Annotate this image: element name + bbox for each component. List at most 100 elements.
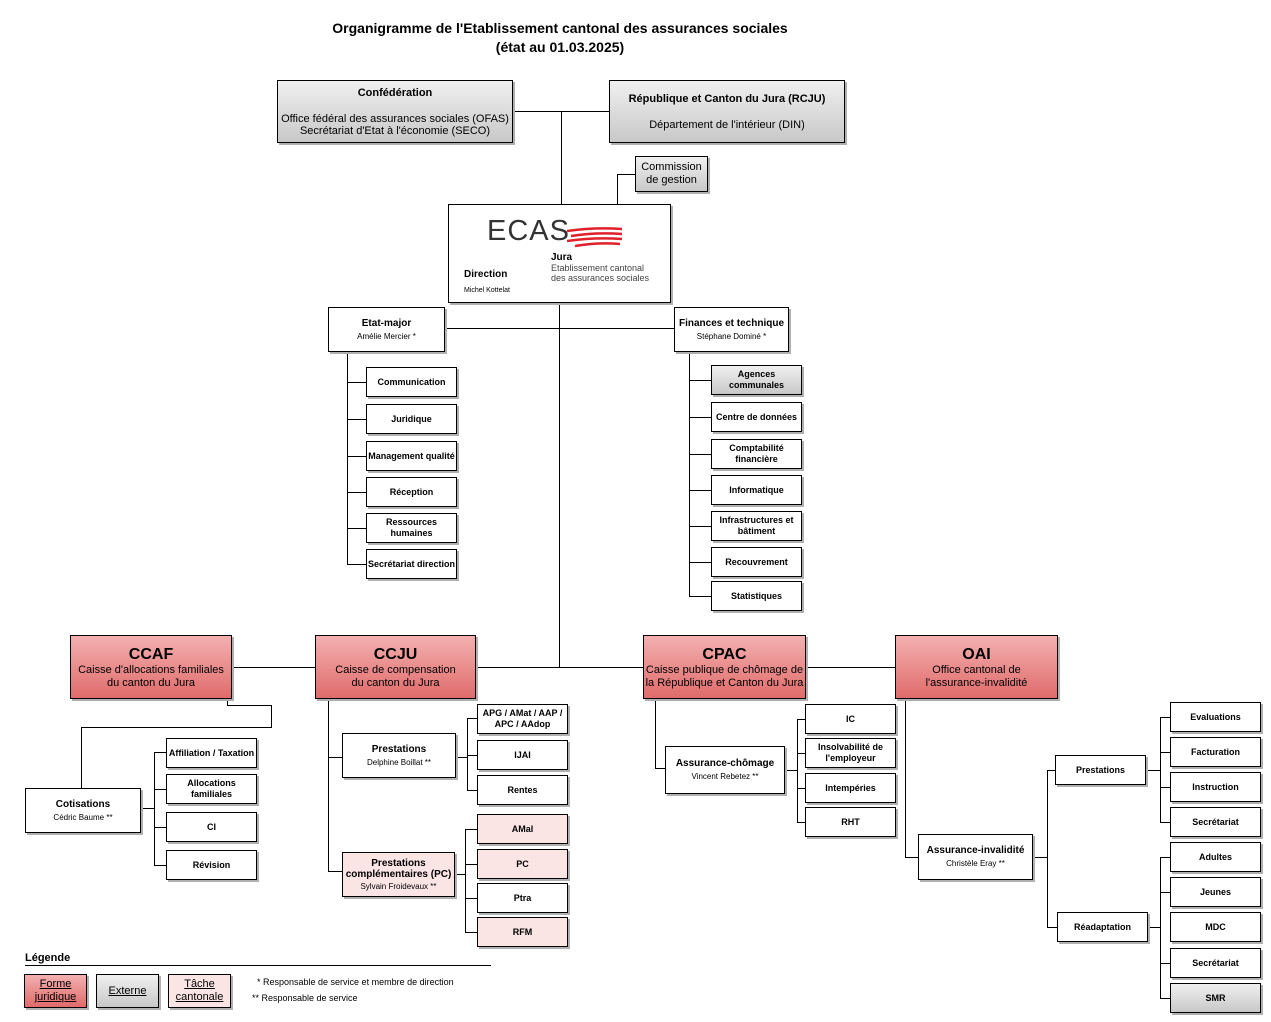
prestations-ccju-item: IJAI xyxy=(477,740,568,770)
pc-item: RFM xyxy=(477,917,568,947)
cotisations-box: Cotisations Cédric Baume ** xyxy=(25,788,141,833)
oai-box: OAI Office cantonal de l'assurance-inval… xyxy=(895,635,1058,699)
ai-prestations-item: Evaluations xyxy=(1170,702,1261,732)
confederation-title: Confédération xyxy=(357,86,433,99)
cotisations-item: CI xyxy=(166,812,257,842)
ai-person: Christèle Eray ** xyxy=(946,859,1005,868)
chomage-title: Assurance-chômage xyxy=(675,758,775,769)
ecas-logo-text: ECAS xyxy=(487,215,570,247)
ecas-logo-jura: Jura xyxy=(551,252,573,263)
oai-line2: l'assurance-invalidité xyxy=(925,676,1028,689)
finances-item: Statistiques xyxy=(711,581,802,611)
ai-prestations-box: Prestations xyxy=(1055,755,1146,785)
oai-line1: Office cantonal de xyxy=(932,663,1021,676)
etat-major-item: Secrétariat direction xyxy=(366,549,457,579)
cpac-box: CPAC Caisse publique de chômage de la Ré… xyxy=(643,635,806,699)
ai-readaptation-item: MDC xyxy=(1170,912,1261,942)
ccju-box: CCJU Caisse de compensation du canton du… xyxy=(315,635,476,699)
etat-major-item: Ressources humaines xyxy=(366,513,457,543)
legend-note-1: * Responsable de service et membre de di… xyxy=(257,977,454,987)
cpac-acronym: CPAC xyxy=(702,645,747,663)
ccju-acronym: CCJU xyxy=(373,645,418,663)
ecas-logo-line2: des assurances sociales xyxy=(551,273,650,283)
chart-date: (état au 01.03.2025) xyxy=(495,39,625,55)
ai-readaptation-item: Secrétariat xyxy=(1170,948,1261,978)
cpac-line2: la République et Canton du Jura xyxy=(645,676,804,689)
finances-item: Recouvrement xyxy=(711,547,802,577)
ai-prestations-item: Instruction xyxy=(1170,772,1261,802)
rcju-box: République et Canton du Jura (RCJU) Dépa… xyxy=(609,80,845,143)
pc-item: Ptra xyxy=(477,883,568,913)
pc-item: PC xyxy=(477,849,568,879)
prestations-ccju-title: Prestations xyxy=(371,743,427,755)
finances-item: Comptabilité financière xyxy=(711,439,802,469)
ai-readaptation-box: Réadaptation xyxy=(1057,912,1148,942)
cpac-line1: Caisse publique de chômage de xyxy=(645,663,804,676)
etat-major-person: Amélie Mercier * xyxy=(357,331,416,341)
confederation-ofas: Office fédéral des assurances sociales (… xyxy=(281,112,509,125)
ai-prestations-item: Facturation xyxy=(1170,737,1261,767)
chomage-person: Vincent Rebetez ** xyxy=(691,772,759,781)
etat-major-item: Communication xyxy=(366,367,457,397)
pc-person: Sylvain Froidevaux ** xyxy=(360,881,437,891)
ccaf-line2: du canton du Jura xyxy=(106,676,196,689)
etat-major-box: Etat-major Amélie Mercier * xyxy=(328,307,445,352)
ccju-line2: du canton du Jura xyxy=(351,676,440,689)
finances-item: Centre de données xyxy=(711,402,802,432)
ecas-logo-line1: Etablissement cantonal xyxy=(551,263,645,273)
chomage-box: Assurance-chômage Vincent Rebetez ** xyxy=(665,746,785,794)
ecas-logo-stripes-icon xyxy=(567,227,623,248)
cotisations-item: Allocations familiales xyxy=(166,774,257,804)
rcju-title: République et Canton du Jura (RCJU) xyxy=(628,92,826,105)
legend-task: Tâche cantonale xyxy=(168,974,231,1008)
direction-box: ECAS Jura Etablissement cantonal des ass… xyxy=(448,204,671,303)
commission-line1: Commission xyxy=(641,161,702,173)
legend-external: Externe xyxy=(96,974,159,1008)
legend-title: Légende xyxy=(25,952,71,964)
pc-item: AMal xyxy=(477,814,568,844)
legend-divider xyxy=(25,965,491,966)
finances-item: Infrastructures et bâtiment xyxy=(711,511,802,541)
ai-box: Assurance-invalidité Christèle Eray ** xyxy=(918,834,1033,880)
ai-readaptation-item: Jeunes xyxy=(1170,877,1261,907)
legend-legal: Forme juridique xyxy=(24,974,87,1008)
confederation-box: Confédération Office fédéral des assuran… xyxy=(277,80,513,143)
ccaf-line1: Caisse d'allocations familiales xyxy=(78,663,224,676)
cotisations-person: Cédric Baume ** xyxy=(53,812,113,822)
ccju-line1: Caisse de compensation xyxy=(335,663,456,676)
ccaf-box: CCAF Caisse d'allocations familiales du … xyxy=(70,635,232,699)
prestations-ccju-person: Delphine Boillat ** xyxy=(366,757,432,767)
chomage-item: Intempéries xyxy=(805,773,896,803)
oai-acronym: OAI xyxy=(962,645,991,663)
prestations-ccju-item: APG / AMat / AAP / APC / AAdop xyxy=(477,704,568,734)
commission-line2: de gestion xyxy=(646,174,697,186)
ai-readaptation-item: Adultes xyxy=(1170,842,1261,872)
pc-title: Prestations complémentaires (PC) xyxy=(345,857,452,880)
finances-item: Agences communales xyxy=(711,365,802,395)
prestations-ccju-item: Rentes xyxy=(477,775,568,805)
chomage-item: IC xyxy=(805,704,896,734)
finances-person: Stéphane Dominé * xyxy=(696,331,767,341)
cotisations-item: Affiliation / Taxation xyxy=(166,738,257,768)
finances-box: Finances et technique Stéphane Dominé * xyxy=(674,307,789,352)
rcju-din: Département de l'intérieur (DIN) xyxy=(649,118,805,131)
chomage-item: RHT xyxy=(805,807,896,837)
legend-note-2: ** Responsable de service xyxy=(252,993,358,1003)
finances-item: Informatique xyxy=(711,475,802,505)
etat-major-item: Réception xyxy=(366,477,457,507)
chomage-item: Insolvabilité de l'employeur xyxy=(805,738,896,768)
etat-major-title: Etat-major xyxy=(361,317,412,329)
cotisations-item: Révision xyxy=(166,850,257,880)
etat-major-item: Juridique xyxy=(366,404,457,434)
ai-readaptation-item: SMR xyxy=(1170,983,1261,1013)
ai-prestations-item: Secrétariat xyxy=(1170,807,1261,837)
confederation-seco: Secrétariat d'Etat à l'économie (SECO) xyxy=(299,124,491,137)
commission-box: Commission de gestion xyxy=(635,156,708,192)
prestations-ccju-box: Prestations Delphine Boillat ** xyxy=(342,733,456,778)
cotisations-title: Cotisations xyxy=(55,798,111,810)
ai-title: Assurance-invalidité xyxy=(926,845,1025,856)
etat-major-item: Management qualité xyxy=(366,441,457,471)
finances-title: Finances et technique xyxy=(678,317,785,329)
pc-box: Prestations complémentaires (PC) Sylvain… xyxy=(342,852,455,897)
direction-person: Michel Kottelat xyxy=(464,287,510,294)
